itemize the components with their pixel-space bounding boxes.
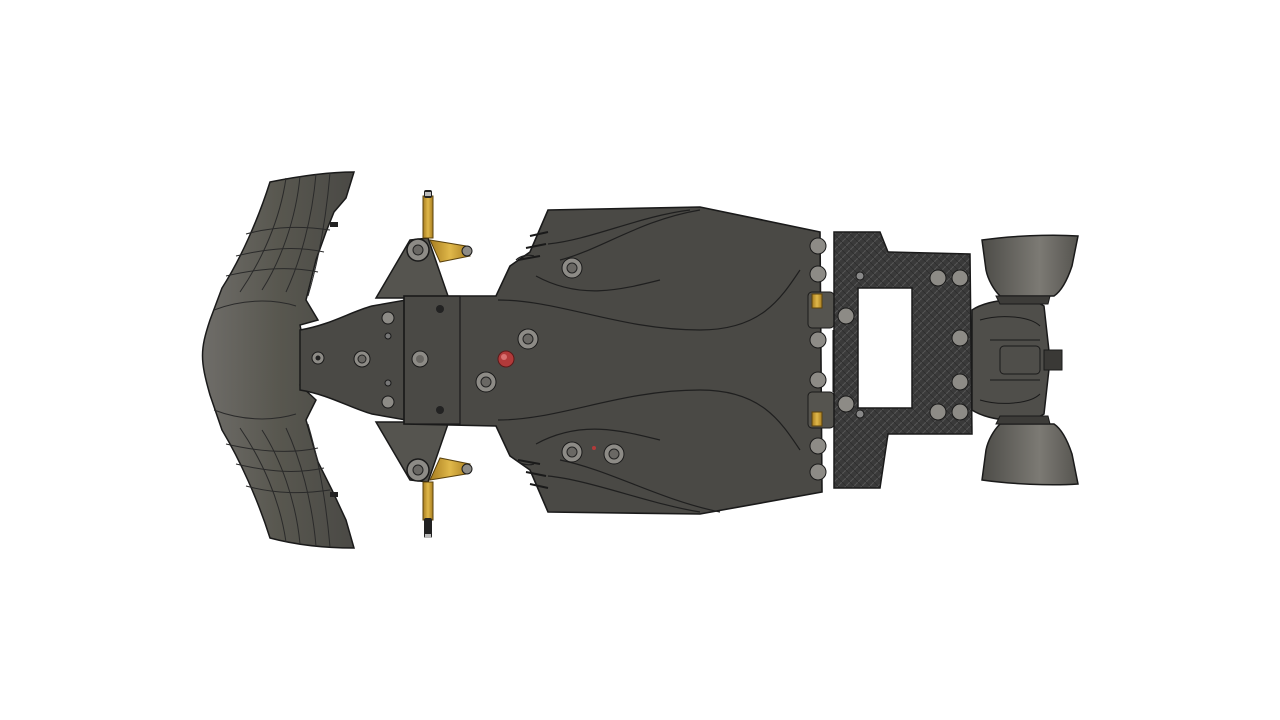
front-wing-flaps xyxy=(213,172,331,548)
screw-icon xyxy=(951,403,969,421)
screw-icon xyxy=(809,437,827,455)
pivot-joints xyxy=(807,291,836,429)
screw-icon xyxy=(951,269,969,287)
screw-icon xyxy=(951,373,969,391)
screw-icon xyxy=(837,307,855,325)
chassis-plate-icon xyxy=(403,206,823,515)
screw-icon xyxy=(809,331,827,349)
rear-wing[interactable] xyxy=(971,234,1079,486)
screw-icon xyxy=(837,395,855,413)
screw-icon xyxy=(809,265,827,283)
screw-icon xyxy=(951,329,969,347)
wing-mount-tab xyxy=(330,222,338,227)
front-block xyxy=(403,295,461,425)
front-suspension[interactable] xyxy=(374,190,473,538)
chassis-contours xyxy=(497,209,801,513)
screw-icon xyxy=(381,311,395,325)
nose[interactable] xyxy=(299,299,407,421)
screw-icon xyxy=(929,403,947,421)
front-wing[interactable] xyxy=(201,171,356,549)
pod-screws xyxy=(837,269,969,421)
rear-wing-icon xyxy=(981,234,1079,297)
carbon-pod-plate[interactable] xyxy=(833,231,973,489)
chassis-screws xyxy=(411,237,827,481)
axle-icon xyxy=(422,190,434,538)
gearbox-icon xyxy=(971,298,1051,422)
pod-cutout xyxy=(857,287,913,409)
steering-arm xyxy=(429,457,471,481)
screw-icon xyxy=(809,237,827,255)
screw-icon xyxy=(929,269,947,287)
screw-icon xyxy=(381,395,395,409)
steering-arm xyxy=(429,239,471,263)
screw-icon xyxy=(809,371,827,389)
front-wing-icon xyxy=(201,171,356,549)
screw-icon xyxy=(809,463,827,481)
rear-wing-icon xyxy=(981,423,1079,486)
wing-mount-tab xyxy=(330,492,338,497)
main-chassis-plate[interactable] xyxy=(403,206,827,515)
